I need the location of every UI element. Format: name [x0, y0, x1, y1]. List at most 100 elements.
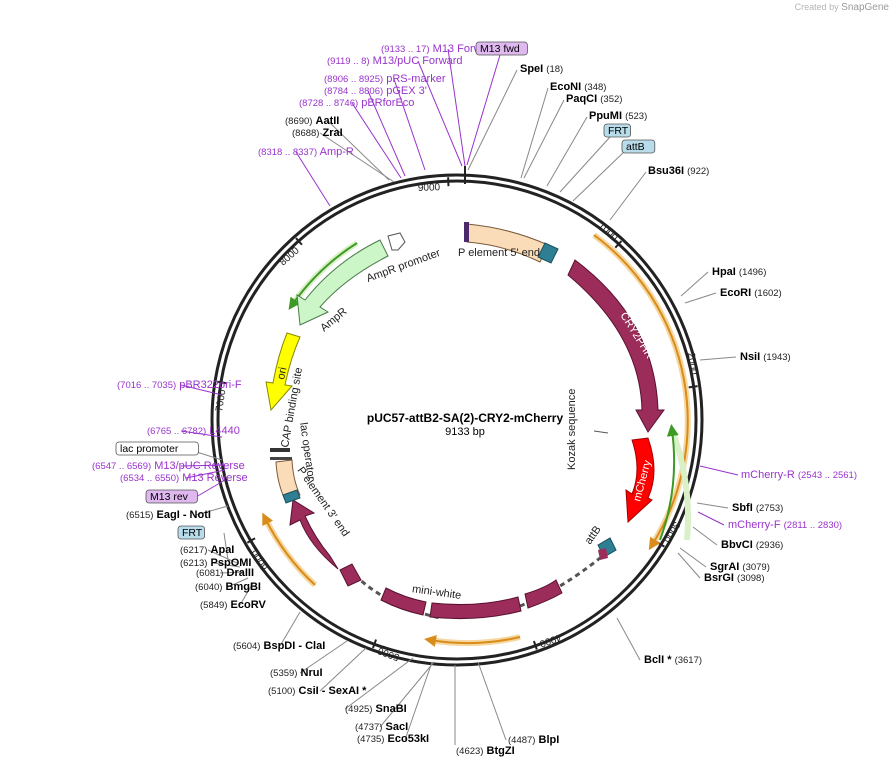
site-pbrforeco[interactable]: (8728 .. 8746) pBRforEco — [299, 97, 414, 109]
site-blpi[interactable]: (4487) BlpI — [508, 734, 559, 746]
site-frt[interactable]: FRT — [603, 123, 632, 138]
leader-16 — [616, 617, 641, 661]
leader-3 — [546, 116, 588, 187]
feature-mini-white-exon-3[interactable] — [429, 596, 522, 620]
site-text: (4623) BtgZI — [456, 745, 515, 757]
site-frt[interactable]: FRT — [177, 525, 206, 540]
site-eco53ki[interactable]: (4735) Eco53kI — [357, 733, 429, 745]
tick-mark-8000 — [295, 237, 303, 246]
tick-mark-2000 — [688, 385, 698, 389]
feature-mini-white-exon-1[interactable] — [339, 563, 362, 587]
site-spei[interactable]: SpeI (18) — [520, 63, 563, 75]
site-nrui[interactable]: (5359) NruI — [270, 667, 323, 679]
leader-7 — [680, 271, 709, 297]
site-bsrgi[interactable]: BsrGI (3098) — [704, 572, 765, 584]
site-text: SpeI (18) — [520, 63, 563, 75]
site-csii[interactable]: (5100) CsiI - SexAI * — [268, 685, 367, 697]
site-pspomi[interactable]: (6213) PspOMI — [180, 557, 251, 569]
leader-5 — [572, 149, 627, 202]
site-amp-r[interactable]: (8318 .. 8337) Amp-R — [258, 146, 354, 158]
site-eagi[interactable]: (6515) EagI - NotI — [126, 509, 211, 521]
leader-6 — [609, 171, 647, 221]
feature-cap-site-block — [270, 457, 292, 460]
leader-21 — [344, 657, 414, 710]
leader-2 — [523, 99, 565, 179]
site-text: (6217) ApaI — [180, 544, 234, 556]
site-box — [145, 489, 198, 504]
site-bmgbi[interactable]: (6040) BmgBI — [195, 581, 261, 593]
site-hpai[interactable]: HpaI (1496) — [712, 266, 766, 278]
site-text: (8688) ZraI — [292, 127, 343, 139]
site-text: mCherry-F (2811 .. 2830) — [728, 519, 842, 531]
site-m13-fwd[interactable]: M13 fwd — [475, 41, 528, 56]
leader-29 — [207, 549, 238, 564]
site-lac-promoter[interactable]: lac promoter — [115, 441, 199, 456]
site-labels: SpeI (18) EcoNI (348)PaqCI (352) PpuMI (52… — [92, 41, 857, 757]
site-snabi[interactable]: (4925) SnaBI — [345, 703, 407, 715]
label-kozak-sequence: Kozak sequence — [566, 389, 578, 470]
feature-mini-white-exon-4[interactable] — [524, 579, 563, 609]
feature-p-element-3-end[interactable] — [275, 459, 301, 501]
site-prs-marker[interactable]: (8906 .. 8925) pRS-marker — [324, 73, 446, 85]
site-bcli-[interactable]: BclI * (3617) — [644, 654, 702, 666]
leader-43 — [393, 78, 426, 171]
site-nsii[interactable]: NsiI (1943) — [740, 351, 791, 363]
feature-ori[interactable] — [265, 332, 301, 412]
site-l4440[interactable]: (6765 .. 6782) L4440 — [147, 425, 240, 437]
leader-0 — [467, 69, 518, 171]
feature-mini-white-5prime[interactable] — [289, 499, 339, 570]
site-ecori[interactable]: EcoRI (1602) — [720, 287, 782, 299]
feature-ampr[interactable] — [296, 239, 389, 326]
site-mcherry-r[interactable]: mCherry-R (2543 .. 2561) — [741, 469, 857, 481]
site-m13-rev[interactable]: M13 rev — [145, 489, 198, 504]
site-m13-reverse[interactable]: (6534 .. 6550) M13 Reverse — [120, 472, 248, 484]
site-m13-puc-forward[interactable]: (9119 .. 8) M13/pUC Forward — [327, 55, 463, 67]
site-bbvci[interactable]: BbvCI (2936) — [721, 539, 783, 551]
plasmid-name: pUC57-attB2-SA(2)-CRY2-mCherry — [367, 411, 564, 425]
feature-mini-white-exon-2[interactable] — [380, 587, 427, 616]
leader-20 — [379, 661, 435, 728]
feature-ampr-promoter[interactable] — [387, 232, 406, 251]
leader-22 — [319, 647, 367, 692]
feature-frt-block[interactable] — [537, 242, 559, 264]
feature-mcherry[interactable] — [625, 437, 655, 524]
site-draiii[interactable]: (6081) DraIII — [196, 567, 254, 579]
site-text: (4737) SacI — [355, 721, 408, 733]
site-m13-puc-reverse[interactable]: (6547 .. 6569) M13/pUC Reverse — [92, 460, 245, 472]
site-text: PpuMI (523) — [589, 110, 647, 122]
site-box — [621, 139, 656, 154]
tick-mark-4000 — [532, 640, 538, 650]
mini-white-intron-1 — [353, 573, 441, 620]
site-aatii[interactable]: (8690) AatII — [285, 115, 339, 127]
site-pbr322ori-f[interactable]: (7016 .. 7035) pBR322ori-F — [117, 379, 242, 391]
site-sgrai[interactable]: SgrAI (3079) — [710, 561, 770, 573]
leader-28 — [213, 562, 241, 568]
site-pgex-3-[interactable]: (8784 .. 8806) pGEX 3' — [324, 85, 427, 97]
site-apai[interactable]: (6217) ApaI — [180, 544, 234, 556]
site-name: FRT — [608, 125, 629, 137]
leader-9 — [699, 356, 737, 361]
site-paqci[interactable]: PaqCI (352) — [566, 93, 622, 105]
leader-19 — [404, 661, 433, 741]
feature-frt-block-2[interactable] — [282, 489, 301, 504]
site-ppumi[interactable]: PpuMI (523) — [589, 110, 647, 122]
site-econi[interactable]: EcoNI (348) — [550, 81, 606, 93]
site-text: (9119 .. 8) M13/pUC Forward — [327, 55, 463, 67]
site-text: (8690) AatII — [285, 115, 339, 127]
site-bsu36i[interactable]: Bsu36I (922) — [648, 165, 709, 177]
cry2-orf-arrow — [593, 234, 689, 551]
site-bspdi[interactable]: (5604) BspDI - ClaI — [233, 640, 325, 652]
site-text: BbvCI (2936) — [721, 539, 783, 551]
site-mcherry-f[interactable]: mCherry-F (2811 .. 2830) — [728, 519, 842, 531]
credit-prefix: Created by — [794, 2, 839, 12]
site-zrai[interactable]: (8688) ZraI — [292, 127, 343, 139]
leader-10 — [699, 465, 739, 476]
site-ecorv[interactable]: (5849) EcoRV — [200, 599, 266, 611]
site-sbfi[interactable]: SbfI (2753) — [732, 502, 783, 514]
mini-white-intron-2 — [519, 556, 601, 608]
site-btgzi[interactable]: (4623) BtgZI — [456, 745, 515, 757]
site-saci[interactable]: (4737) SacI — [355, 721, 408, 733]
feature-cry2phr[interactable] — [567, 259, 665, 433]
site-attb[interactable]: attB — [621, 139, 656, 154]
site-text: (8318 .. 8337) Amp-R — [258, 146, 354, 158]
